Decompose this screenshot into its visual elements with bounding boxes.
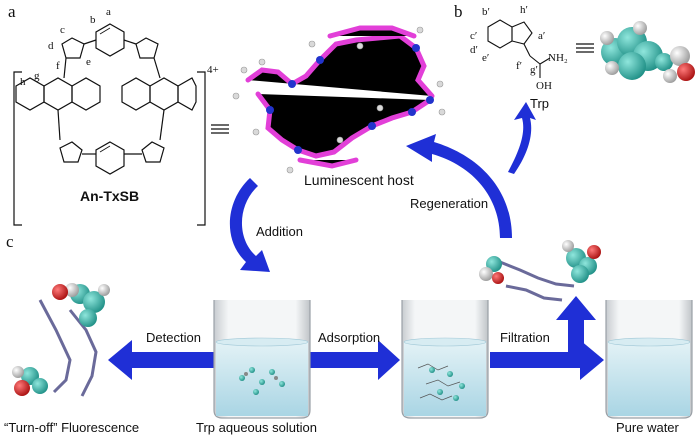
left-bracket — [13, 71, 22, 226]
trp-structure — [487, 19, 551, 78]
trp-label: Trp — [530, 96, 550, 111]
atom-label-f-prime: f′ — [516, 60, 523, 72]
atom-label-oh: OH — [536, 80, 552, 92]
filtration-label: Filtration — [500, 330, 550, 345]
trp-spacefill-model — [600, 21, 695, 83]
up-arrow — [556, 296, 596, 354]
right-bracket — [197, 71, 206, 226]
filtration-arrow — [490, 340, 604, 380]
atom-label-d-prime: d′ — [470, 44, 478, 56]
adsorption-label: Adsorption — [318, 330, 381, 345]
detection-arrow — [108, 340, 214, 380]
atom-label-g: g — [34, 70, 40, 82]
atom-label-b-prime: b′ — [482, 6, 490, 18]
atom-label-e-prime: e′ — [482, 52, 490, 64]
atom-label-c: c — [60, 24, 65, 36]
filtered-complex-model — [479, 240, 601, 302]
atom-label-a: a — [106, 6, 111, 18]
beaker-1 — [213, 300, 311, 419]
host-caption: Luminescent host — [304, 172, 414, 188]
panel-label-c: c — [6, 232, 14, 251]
host-charge: 4+ — [207, 64, 219, 76]
host-name: An-TxSB — [80, 188, 140, 204]
atom-label-f: f — [56, 60, 60, 72]
panel-label-b: b — [454, 2, 463, 21]
atom-label-c-prime: c′ — [470, 30, 478, 42]
atom-label-h: h — [20, 76, 26, 88]
host-ball-and-stick-model — [232, 25, 446, 174]
panel-label-a: a — [8, 2, 16, 21]
atom-label-e: e — [86, 56, 91, 68]
beaker-3 — [605, 300, 693, 419]
atom-label-nh2: NH₂ — [548, 52, 568, 64]
beaker-2 — [401, 300, 489, 419]
atom-label-g-prime: g′ — [530, 64, 538, 76]
regeneration-label: Regeneration — [410, 196, 489, 211]
pure-water-label: Pure water — [616, 420, 679, 435]
detection-label: Detection — [146, 330, 201, 345]
adsorption-arrow — [310, 340, 400, 380]
trp-aqueous-solution-label: Trp aqueous solution — [196, 420, 317, 435]
straight-arrows — [108, 296, 604, 380]
host-structure — [13, 23, 206, 226]
addition-label: Addition — [256, 224, 303, 239]
curved-arrows — [229, 102, 536, 272]
atom-label-h-prime: h′ — [520, 4, 528, 16]
atom-label-b: b — [90, 14, 96, 26]
turn-off-complex-model — [12, 283, 110, 397]
atom-label-a-prime: a′ — [538, 30, 546, 42]
turn-off-fluorescence-label: “Turn-off” Fluorescence — [4, 420, 140, 435]
atom-label-d: d — [48, 40, 54, 52]
